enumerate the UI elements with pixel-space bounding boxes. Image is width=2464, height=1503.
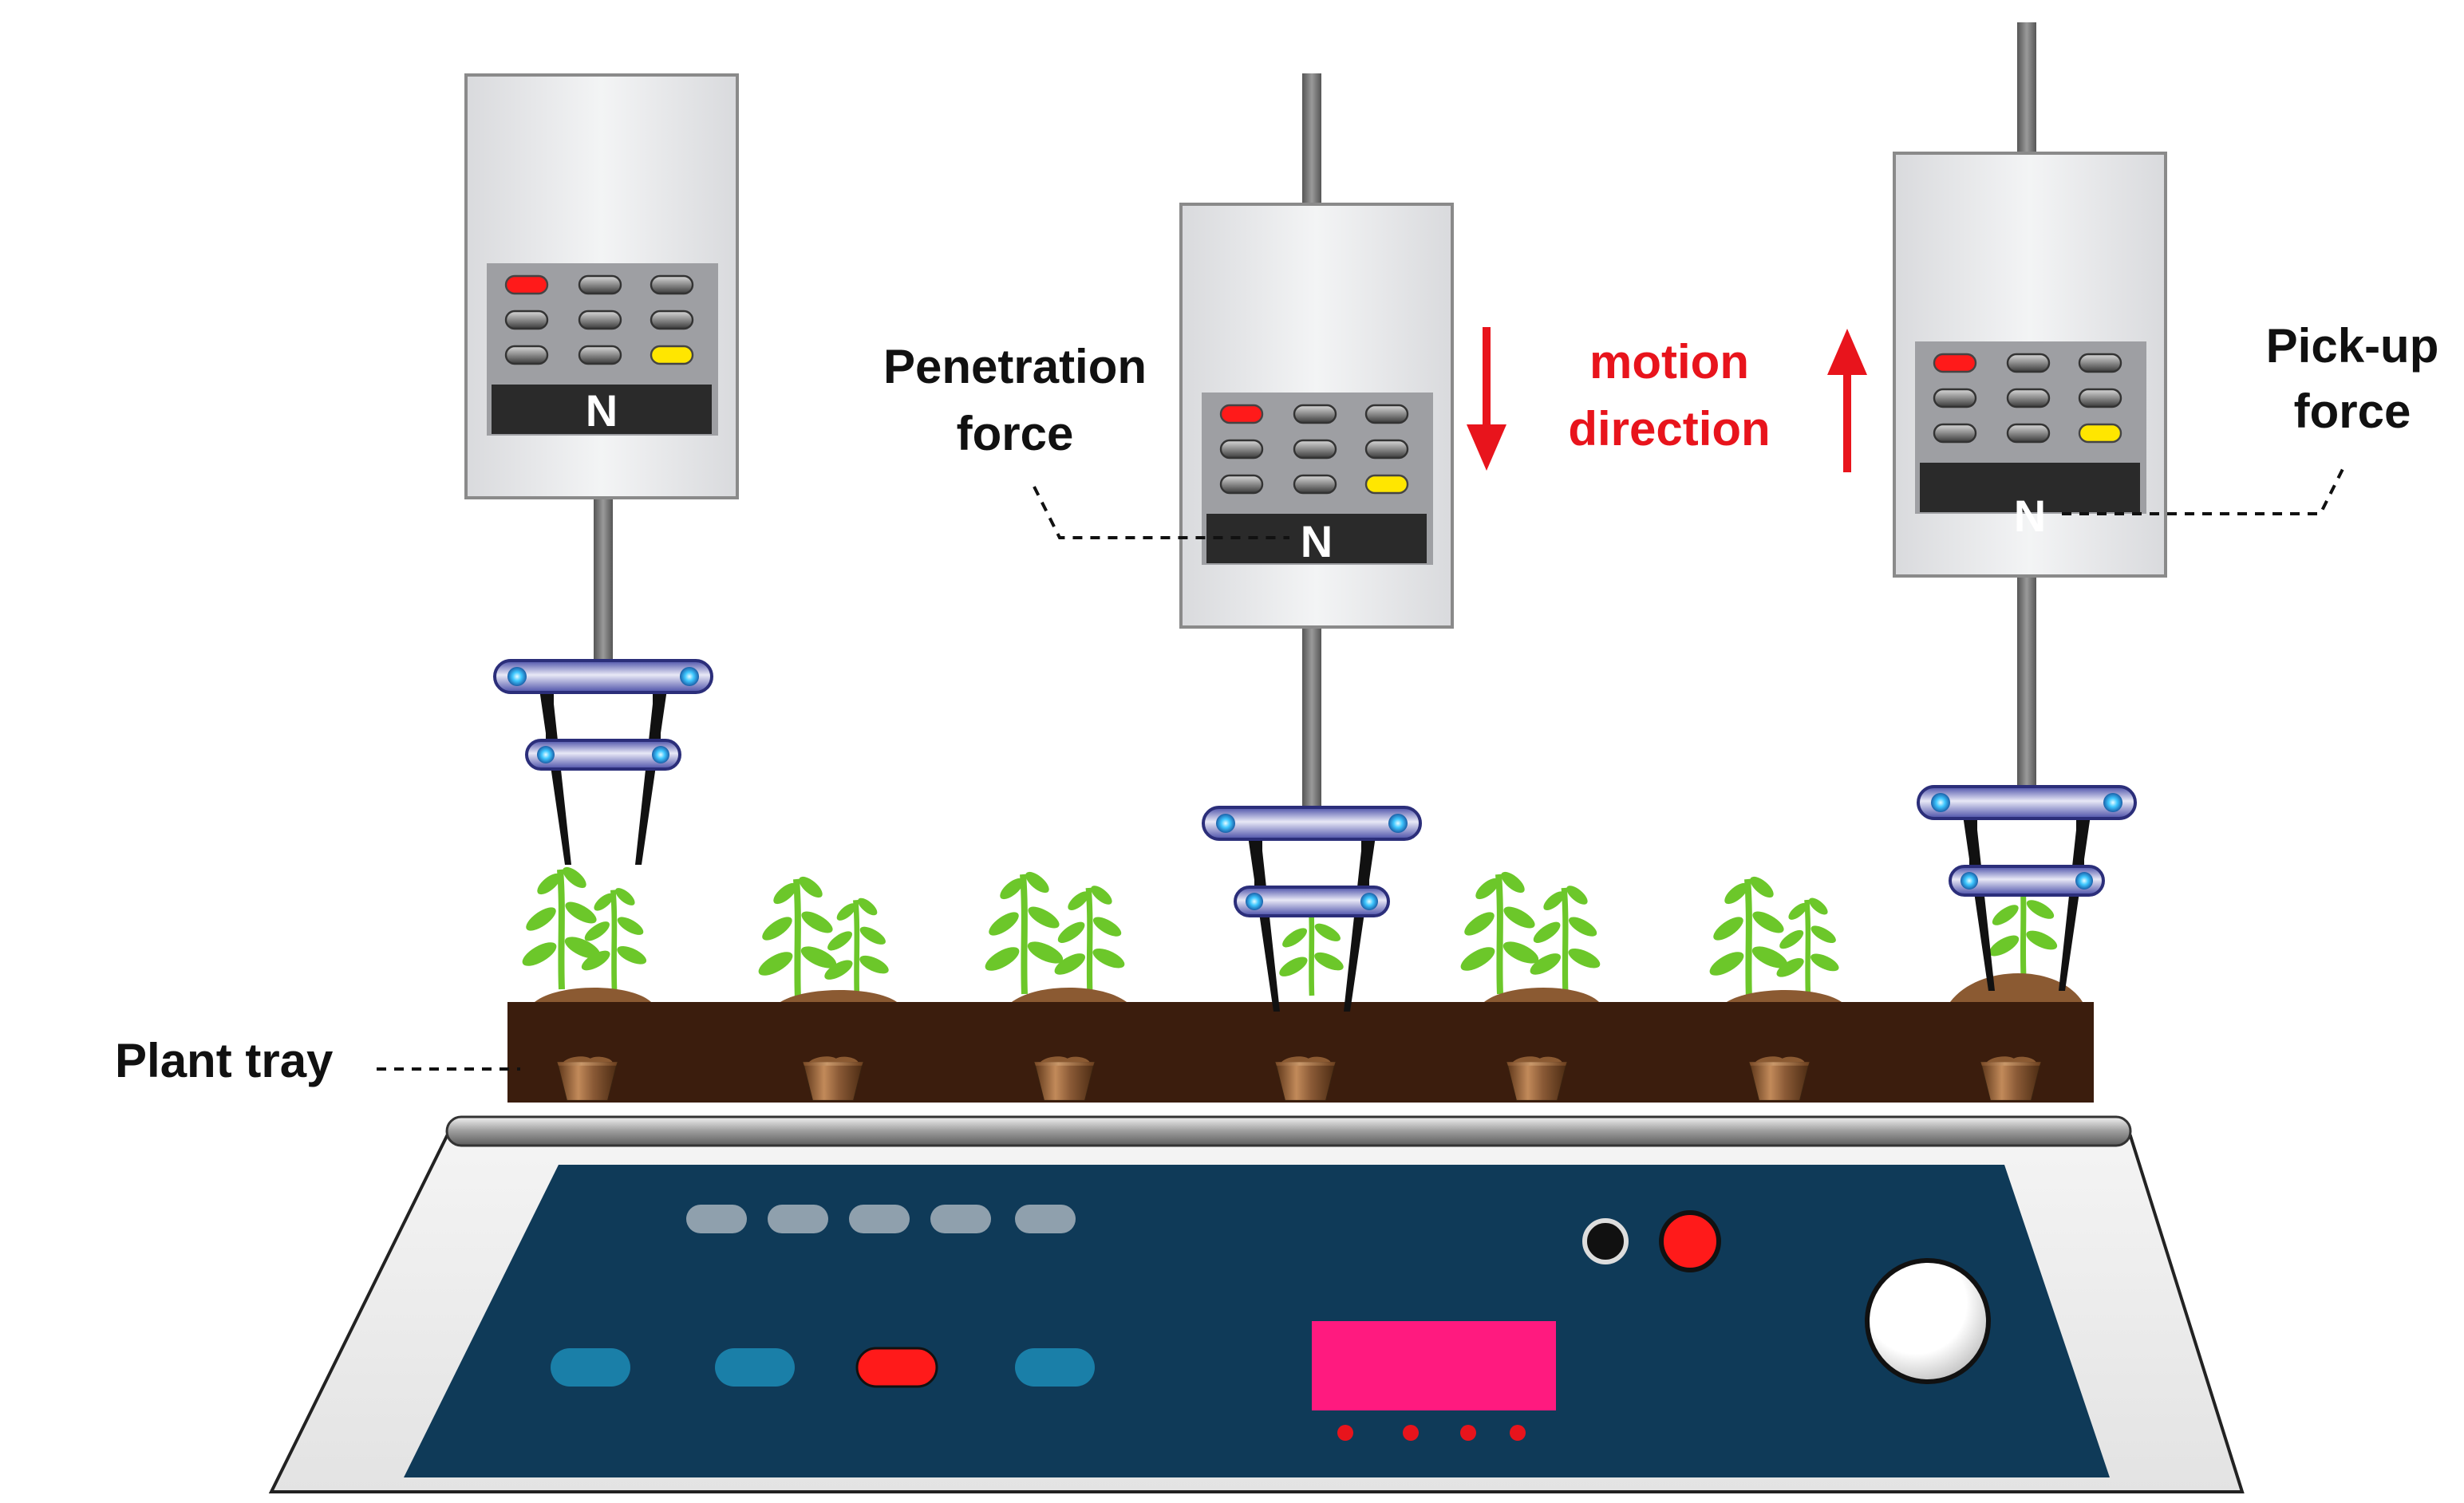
tray-rail xyxy=(445,1115,2132,1147)
pickup-force-label-line1: Pick-up xyxy=(2266,319,2439,373)
pot-5 xyxy=(1505,1055,1569,1102)
plant-tray xyxy=(507,1002,2094,1103)
seedling-icon xyxy=(755,873,839,999)
black-switch-icon[interactable] xyxy=(1582,1218,1629,1264)
arrow-down-icon xyxy=(1467,327,1506,471)
motion-direction-annotation: motion direction xyxy=(1467,327,1867,472)
penetration-force-label-line1: Penetration xyxy=(883,340,1147,393)
gauge-3-unit: N xyxy=(2014,491,2046,541)
seedling-icon xyxy=(822,895,891,999)
pot-6 xyxy=(1747,1055,1811,1102)
penetration-force-annotation: Penetration force xyxy=(883,340,1289,539)
status-indicator-row xyxy=(686,1205,1076,1233)
instrument-base xyxy=(268,1115,2245,1493)
pot-1 xyxy=(555,1055,619,1102)
force-gauge-3: N xyxy=(1893,22,2167,992)
seedling-icon xyxy=(1052,882,1127,996)
seedling-icon xyxy=(1527,882,1603,996)
display-indicator-dots xyxy=(1337,1425,1526,1441)
gauge-1-unit: N xyxy=(586,385,618,436)
pickup-force-label-line2: force xyxy=(2294,385,2411,438)
pot-2 xyxy=(801,1055,865,1102)
seedling-icon xyxy=(981,868,1066,994)
red-switch-icon[interactable] xyxy=(1659,1210,1721,1272)
control-button-1[interactable] xyxy=(551,1348,630,1387)
force-gauge-2: N xyxy=(1179,73,1454,1013)
pickup-force-annotation: Pick-up force xyxy=(2062,319,2439,515)
gripper-icon xyxy=(1917,785,2137,992)
gauge-2-unit: N xyxy=(1301,516,1333,566)
seedling-icon xyxy=(1706,873,1791,999)
digital-display xyxy=(1312,1321,1556,1410)
knob-icon[interactable] xyxy=(1865,1258,1991,1384)
motion-direction-label-line2: direction xyxy=(1568,402,1770,456)
motion-direction-label-line1: motion xyxy=(1589,335,1749,389)
pot-3 xyxy=(1033,1055,1096,1102)
arrow-up-icon xyxy=(1827,329,1867,472)
control-button-3[interactable] xyxy=(1015,1348,1095,1387)
seedling-icon xyxy=(1774,895,1842,996)
plant-tray-label: Plant tray xyxy=(115,1034,334,1087)
seedling-icon xyxy=(519,863,603,989)
soil-mounds xyxy=(535,973,2083,1002)
seedling-icon xyxy=(578,885,649,989)
pot-4 xyxy=(1273,1055,1337,1102)
seedling-icon xyxy=(1457,868,1542,994)
seedlings xyxy=(519,863,2059,999)
penetration-force-label-line2: force xyxy=(957,407,1074,460)
gripper-icon xyxy=(493,659,713,866)
plant-tray-annotation: Plant tray xyxy=(115,1034,520,1087)
pot-7 xyxy=(1979,1055,2043,1102)
control-button-red[interactable] xyxy=(855,1347,938,1388)
control-button-2[interactable] xyxy=(715,1348,795,1387)
force-gauge-1: N xyxy=(464,73,739,866)
